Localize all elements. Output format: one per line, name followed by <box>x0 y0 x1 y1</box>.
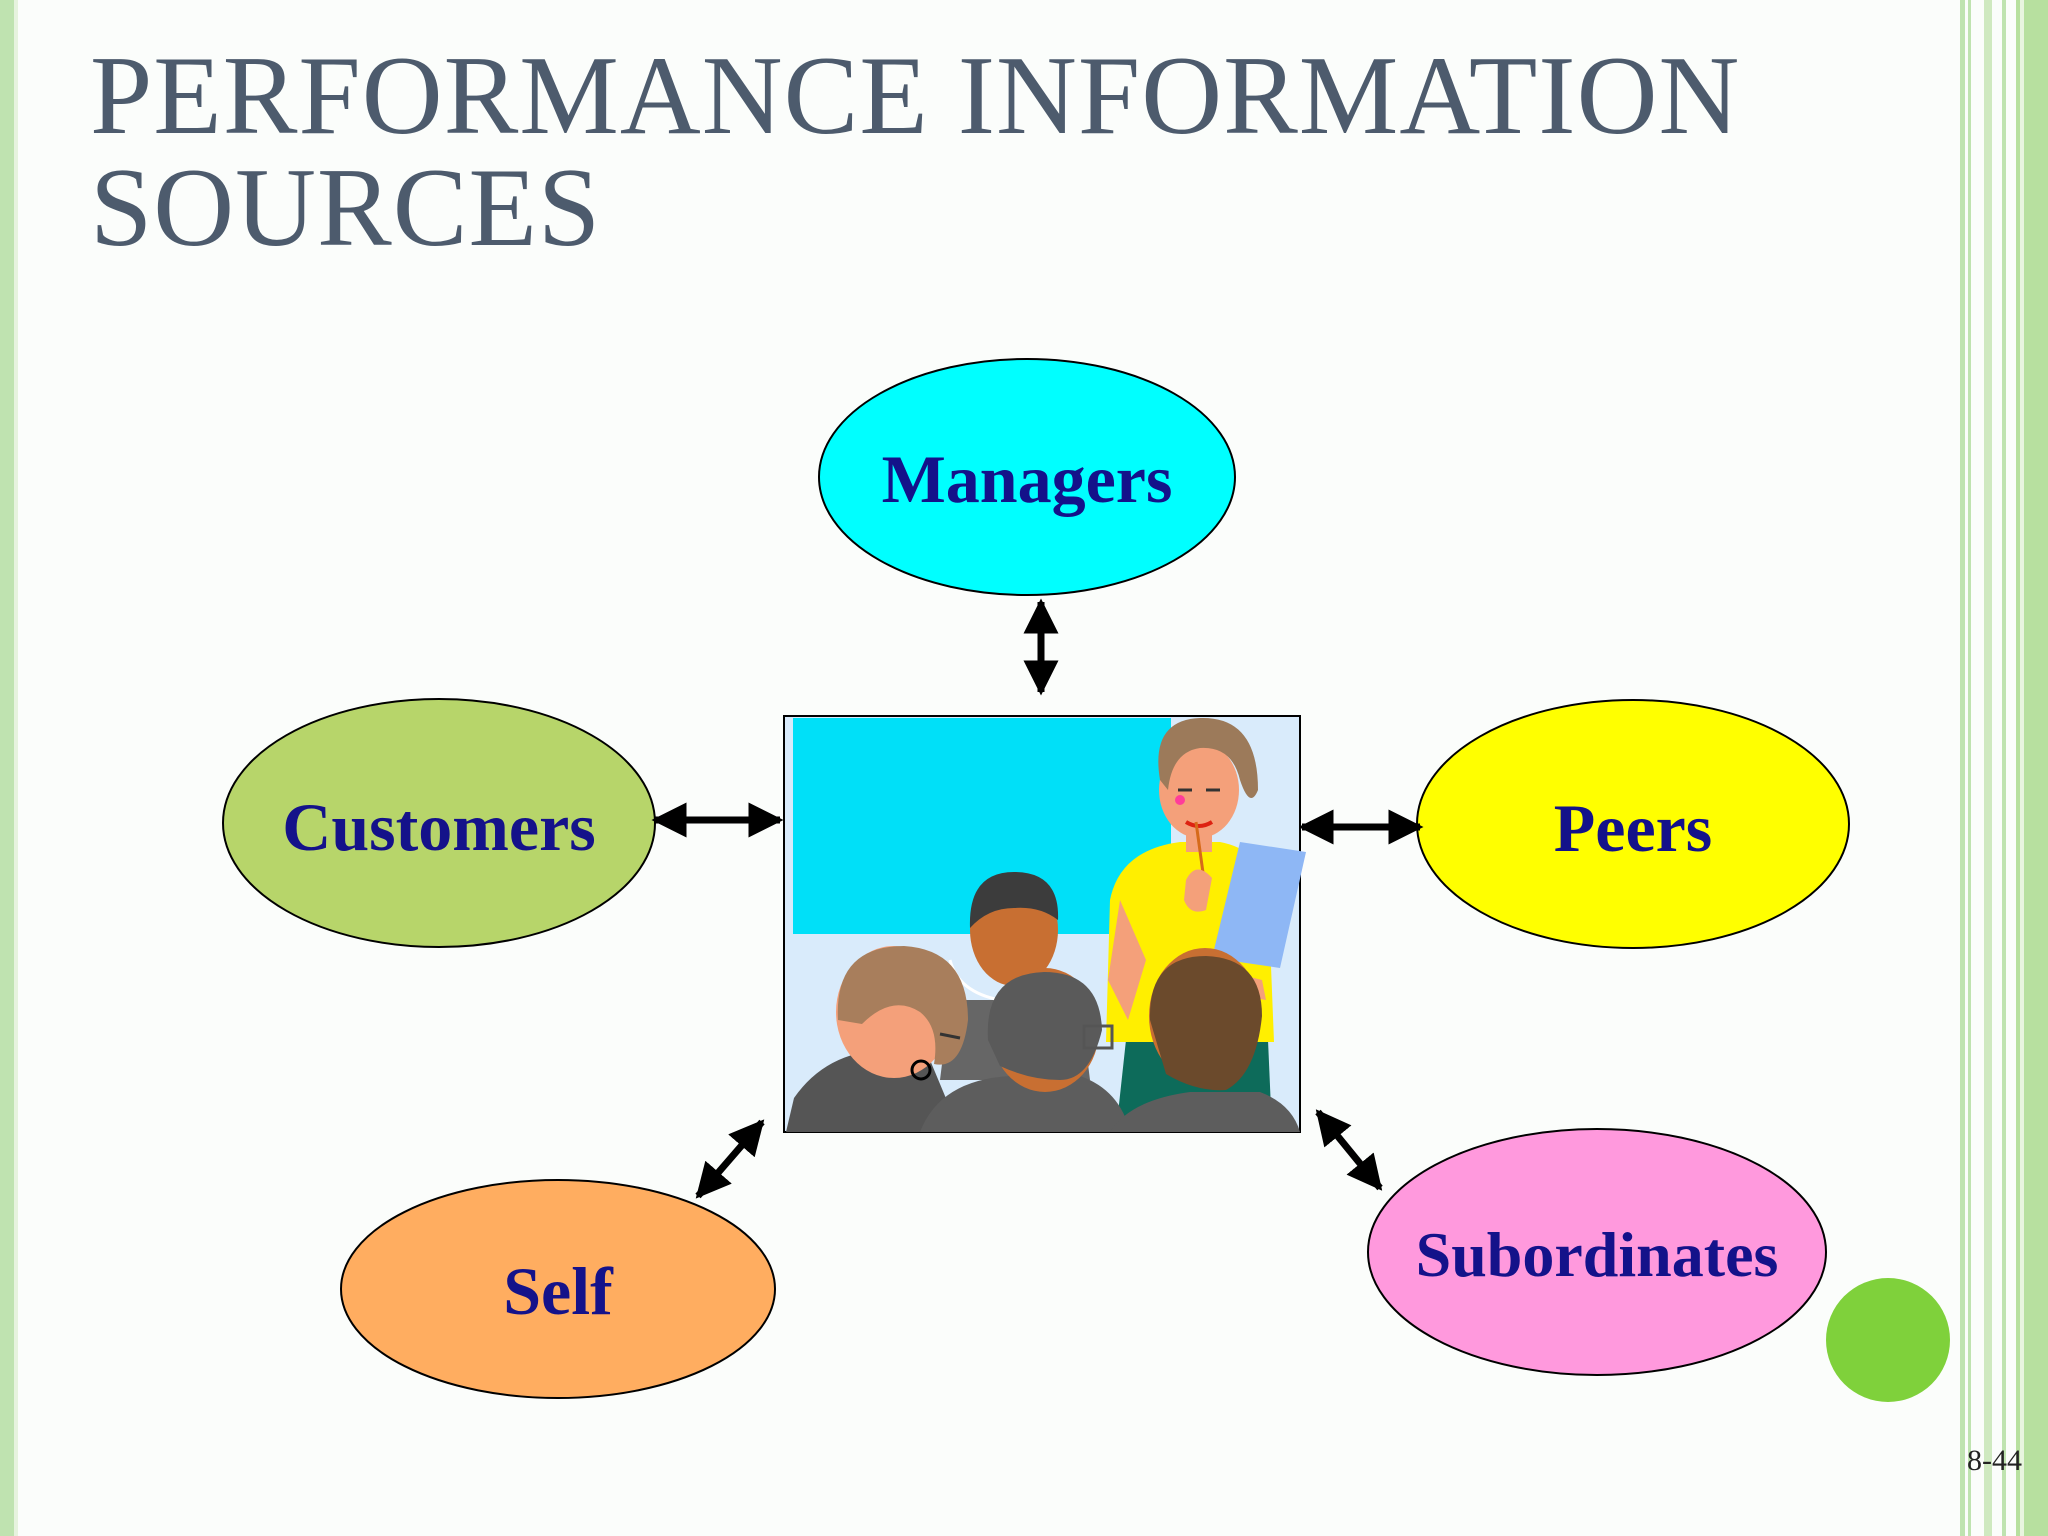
subordinates-label: Subordinates <box>1416 1219 1779 1290</box>
audience-figure-4 <box>1110 948 1300 1132</box>
audience-figure-3 <box>920 968 1130 1132</box>
audience-figure-2 <box>786 946 968 1132</box>
peers-node: Peers <box>1416 699 1850 949</box>
page-number: 8-44 <box>1967 1444 2022 1477</box>
slide-title: PERFORMANCE INFORMATION SOURCES <box>90 40 1910 264</box>
self-node: Self <box>340 1179 776 1399</box>
customers-node: Customers <box>222 698 656 948</box>
managers-node: Managers <box>818 358 1236 596</box>
title-line-2: SOURCES <box>90 146 602 270</box>
self-label: Self <box>503 1253 614 1329</box>
meeting-illustration-icon <box>783 715 1306 1133</box>
left-border-highlight <box>14 0 18 1536</box>
peers-label: Peers <box>1554 790 1713 866</box>
managers-label: Managers <box>882 441 1173 517</box>
subordinates-ellipse <box>1367 1128 1827 1376</box>
arrow-subordinates <box>1315 1109 1383 1191</box>
managers-ellipse <box>818 358 1236 596</box>
self-ellipse <box>340 1179 776 1399</box>
right-border-stripes <box>1960 0 2048 1536</box>
accent-circle <box>1826 1278 1950 1402</box>
arrow-self <box>695 1119 765 1199</box>
left-border-bar <box>0 0 14 1536</box>
subordinates-node: Subordinates <box>1367 1128 1827 1376</box>
customers-label: Customers <box>282 789 596 865</box>
title-line-1: PERFORMANCE INFORMATION <box>90 34 1741 158</box>
